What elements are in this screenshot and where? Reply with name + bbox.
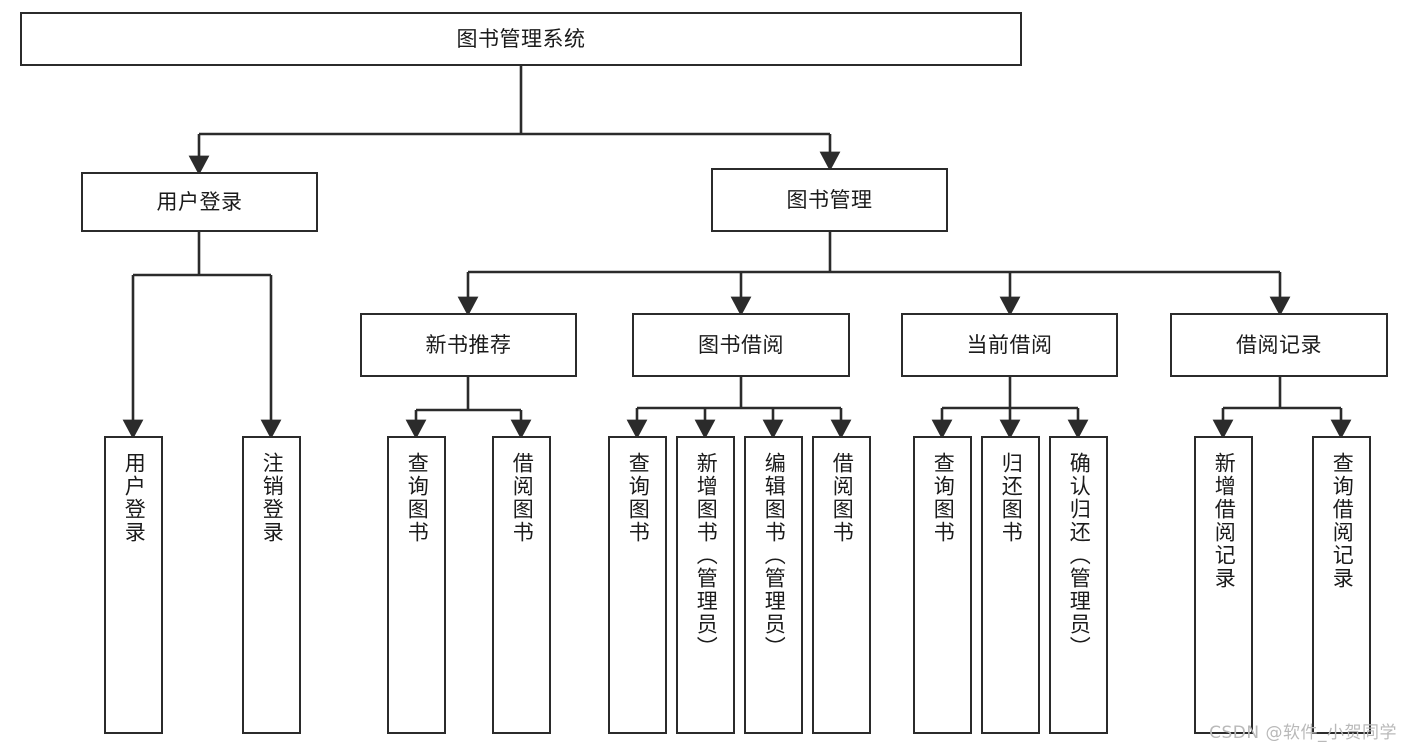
node-user-login[interactable]: 用户登录 [81,172,318,232]
node-label: 确认归还（管理员） [1067,452,1092,659]
leaf-user-login-login[interactable]: 用户登录 [104,436,163,734]
node-label: 新书推荐 [425,332,512,357]
node-label: 借阅图书 [830,452,855,544]
node-label: 当前借阅 [966,332,1053,357]
node-book-borrow[interactable]: 图书借阅 [632,313,850,377]
node-label: 查询借阅记录 [1330,452,1355,590]
node-label: 图书借阅 [698,332,784,357]
leaf-user-login-logout[interactable]: 注销登录 [242,436,301,734]
node-root-book-management-system[interactable]: 图书管理系统 [20,12,1022,66]
node-label: 注销登录 [260,452,285,544]
node-label: 查询图书 [405,452,430,544]
node-label: 归还图书 [999,452,1024,544]
watermark-text: CSDN @软件_小贺同学 [1209,723,1397,743]
leaf-current-borrow-query-book[interactable]: 查询图书 [913,436,972,734]
node-label: 编辑图书（管理员） [762,452,787,659]
node-label: 用户登录 [122,452,147,544]
node-label: 图书管理系统 [456,26,586,51]
leaf-current-borrow-return-book[interactable]: 归还图书 [981,436,1040,734]
node-label: 新增图书（管理员） [694,452,719,659]
leaf-book-borrow-add-book-admin[interactable]: 新增图书（管理员） [676,436,735,734]
node-label: 借阅记录 [1236,332,1322,357]
node-label: 借阅图书 [510,452,535,544]
node-label: 查询图书 [626,452,651,544]
node-new-book-recommend[interactable]: 新书推荐 [360,313,577,377]
leaf-new-book-query-book[interactable]: 查询图书 [387,436,446,734]
node-book-management[interactable]: 图书管理 [711,168,948,232]
leaf-current-borrow-confirm-return-admin[interactable]: 确认归还（管理员） [1049,436,1108,734]
node-borrow-record[interactable]: 借阅记录 [1170,313,1388,377]
leaf-book-borrow-query-book[interactable]: 查询图书 [608,436,667,734]
node-label: 新增借阅记录 [1212,452,1237,590]
node-current-borrow[interactable]: 当前借阅 [901,313,1118,377]
node-label: 用户登录 [156,189,243,214]
node-label: 查询图书 [931,452,956,544]
leaf-book-borrow-borrow-book[interactable]: 借阅图书 [812,436,871,734]
leaf-borrow-record-query-record[interactable]: 查询借阅记录 [1312,436,1371,734]
leaf-borrow-record-add-record[interactable]: 新增借阅记录 [1194,436,1253,734]
leaf-new-book-borrow-book[interactable]: 借阅图书 [492,436,551,734]
node-label: 图书管理 [786,187,873,212]
leaf-book-borrow-edit-book-admin[interactable]: 编辑图书（管理员） [744,436,803,734]
